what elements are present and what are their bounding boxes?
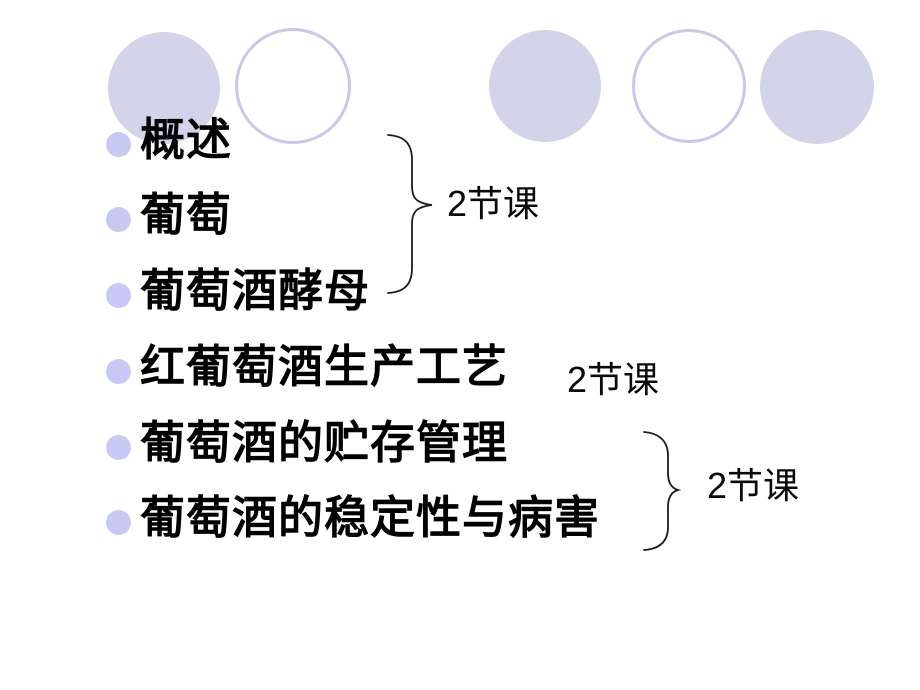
session-note-2: 2节课 xyxy=(567,359,660,400)
bullet-icon xyxy=(106,206,131,232)
list-item-text: 概述 xyxy=(140,115,233,165)
list-item-text: 葡萄酒的贮存管理 xyxy=(140,418,509,468)
list-item: 红葡萄酒生产工艺 xyxy=(106,341,508,393)
session-note-3: 2节课 xyxy=(707,465,800,506)
curly-brace-icon xyxy=(387,134,433,294)
session-note-1: 2节课 xyxy=(447,183,540,224)
bullet-icon xyxy=(106,434,131,460)
list-item: 葡萄酒的贮存管理 xyxy=(106,417,508,469)
bullet-icon xyxy=(106,282,131,308)
decor-circle-filled-1 xyxy=(108,32,220,144)
list-item: 葡萄酒的稳定性与病害 xyxy=(106,492,600,544)
list-item-text: 葡萄酒的稳定性与病害 xyxy=(140,493,601,543)
curly-brace-icon xyxy=(643,431,682,551)
list-item-text: 葡萄 xyxy=(140,190,233,240)
bullet-icon xyxy=(106,358,131,384)
list-item-text: 葡萄酒酵母 xyxy=(140,266,371,316)
bullet-icon xyxy=(106,509,131,535)
decor-circle-outlined-1 xyxy=(235,28,351,144)
list-item: 葡萄 xyxy=(106,189,232,241)
decor-circle-filled-3 xyxy=(760,30,874,144)
list-item: 概述 xyxy=(106,114,232,166)
list-item: 葡萄酒酵母 xyxy=(106,265,370,317)
decor-circle-outlined-2 xyxy=(632,29,746,143)
list-item-text: 红葡萄酒生产工艺 xyxy=(140,342,509,392)
bullet-icon xyxy=(106,131,131,157)
decor-circle-filled-2 xyxy=(489,30,601,142)
